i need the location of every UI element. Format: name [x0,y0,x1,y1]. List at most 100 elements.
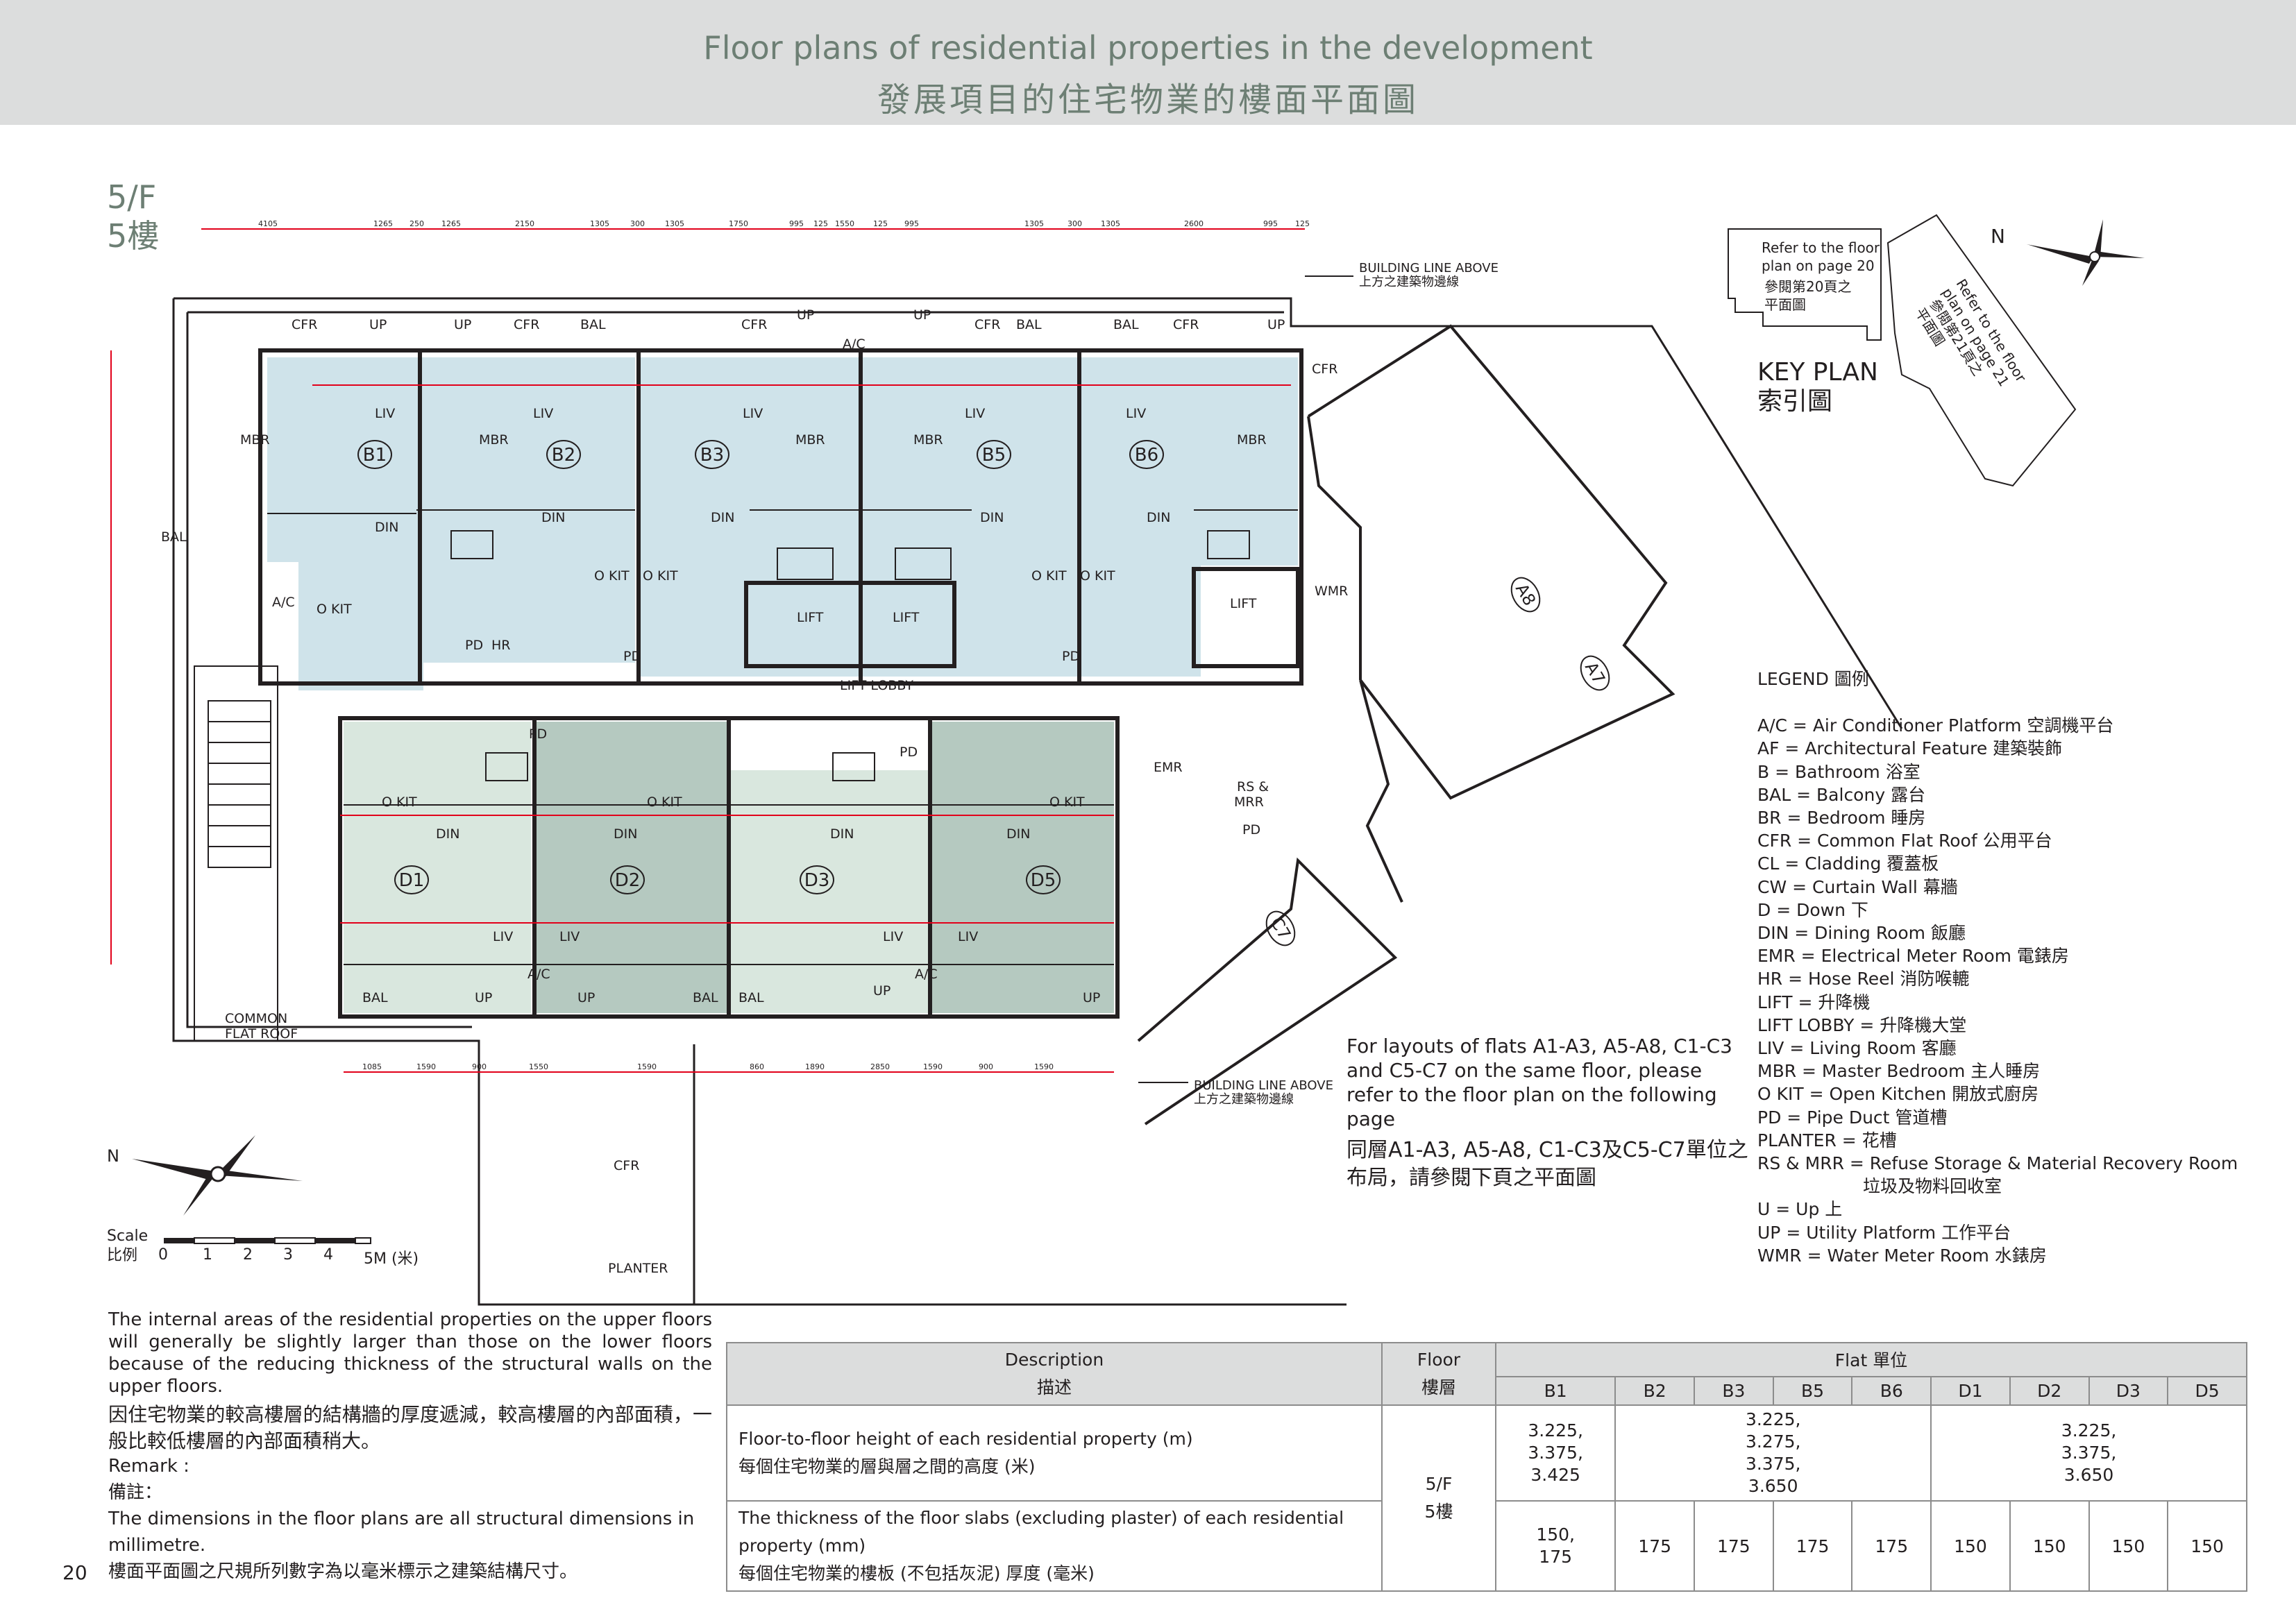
label-din: DIN [541,510,565,525]
label-okit: O KIT [647,794,682,810]
room-labels: CFR CFR CFR CFR CFR CFR MBR MBR MBR MBR … [161,307,1348,1276]
key-plan-labels: Refer to the floor plan on page 20 參閱第20… [1757,239,2030,416]
scale-tick: 2 [243,1246,253,1264]
label-up: UP [873,983,890,999]
label-bal: BAL [693,990,718,1005]
label-din: DIN [1006,826,1030,842]
svg-text:D5: D5 [1031,870,1056,891]
dim-top-11: 125 [813,219,828,228]
svg-text:N: N [1991,225,2005,248]
floor-label-zh: 5樓 [107,217,160,255]
header-flat-d5: D5 [2167,1375,2247,1407]
label-emr: EMR [1154,760,1183,775]
label-liv: LIV [375,406,395,421]
header-flat-d1: D1 [1930,1375,2011,1407]
legend-item: WMR = Water Meter Room 水錶房 [1757,1245,2047,1266]
staircase [208,721,271,847]
label-up: UP [577,990,595,1005]
dim-bottom-5: 1590 [637,1062,657,1071]
structural-walls [258,348,1303,1019]
label-ac: A/C [915,967,938,982]
row1-b2-b6: 3.225, 3.275, 3.375, 3.650 [1614,1404,1932,1502]
label-okit: O KIT [316,602,352,617]
legend-item: RS & MRR = Refuse Storage & Material Rec… [1757,1153,2238,1174]
flat-marker-a7: A7 [1580,655,1610,691]
dim-top-20: 125 [1295,219,1310,228]
page-number: 20 [62,1561,87,1584]
label-ac: A/C [272,595,295,610]
legend-item: EMR = Electrical Meter Room 電錶房 [1757,946,2069,967]
building-line-labels: BUILDING LINE ABOVE 上方之建築物邊線 BUILDING LI… [1194,261,1499,1107]
dim-top-17: 1305 [1101,219,1120,228]
interior-lines [194,509,1298,1042]
legend-item: A/C = Air Conditioner Platform 空調機平台 [1757,715,2114,736]
spec-table: Description 描述 Floor 樓層 Flat 單位 B1 B2 B3… [726,1342,2247,1592]
label-common: COMMON [225,1011,287,1026]
dim-bottom-9: 1590 [923,1062,943,1071]
label-mbr: MBR [795,432,825,448]
row2-b1: 150, 175 [1494,1500,1617,1592]
svg-text:B5: B5 [982,445,1006,466]
page-header: Floor plans of residential properties in… [0,0,2296,125]
layout-note: For layouts of flats A1-A3, A5-A8, C1-C3… [1347,1034,1749,1192]
label-okit: O KIT [594,568,630,584]
label-wmr: WMR [1315,584,1348,599]
flat-marker-d5: D5 [1026,865,1061,894]
remark-en: The dimensions in the floor plans are al… [108,1509,695,1556]
adjacent-flat-markers: A8 A7 C7 [1265,577,1610,946]
label-liv: LIV [965,406,985,421]
label-bal: BAL [580,317,606,332]
dim-top-2: 1265 [373,219,393,228]
row2-description: The thickness of the floor slabs (exclud… [726,1500,1383,1592]
legend-item: UP = Utility Platform 工作平台 [1757,1222,2011,1243]
label-mbr: MBR [913,432,943,448]
label-liv: LIV [1126,406,1146,421]
flat-d3-fill [729,770,930,1013]
legend-item: U = Up 上 [1757,1199,1843,1220]
floor-value: 5/F 5樓 [1381,1404,1496,1592]
svg-text:C7: C7 [1267,914,1294,943]
label-lift: LIFT [893,610,920,625]
building-line-above-en: BUILDING LINE ABOVE [1359,261,1499,275]
header-flat-d3: D3 [2088,1375,2169,1407]
floor-label-en: 5/F [107,178,157,216]
flat-d1-fill [344,722,531,1013]
dim-top-1: 4105 [258,219,278,228]
adjacent-wing [1137,324,1675,1125]
key-plan-title-zh: 索引圖 [1757,387,1832,416]
label-mbr: MBR [1237,432,1267,448]
label-lift-lobby: LIFT LOBBY [840,678,913,693]
dim-bottom-2: 1590 [416,1062,436,1071]
legend-item: MBR = Master Bedroom 主人睡房 [1757,1061,2041,1082]
header-floor: Floor 樓層 [1381,1342,1496,1406]
dim-bottom-11: 1590 [1034,1062,1054,1071]
legend: LEGEND 圖例 A/C = Air Conditioner Platform… [1757,668,2238,1267]
page-title-en: Floor plans of residential properties in… [703,29,1593,67]
dim-top-19: 995 [1263,219,1278,228]
key-plan-title-en: KEY PLAN [1757,358,1878,386]
label-okit: O KIT [1080,568,1115,584]
flat-d5-fill [930,722,1114,1013]
label-liv: LIV [533,406,553,421]
label-okit: O KIT [1049,794,1085,810]
dim-bottom-4: 1550 [529,1062,548,1071]
remark-zh: 樓面平面圖之尺規所列數字為以毫米標示之建築結構尺寸。 [108,1561,578,1582]
row2-d1: 150 [1930,1500,2011,1592]
label-rs: RS & [1237,779,1269,794]
legend-item: LIFT LOBBY = 升降機大堂 [1757,1014,1967,1035]
key-ref20-zh-1: 參閱第20頁之 [1764,278,1851,295]
label-din: DIN [711,510,734,525]
label-din: DIN [614,826,637,842]
flat-marker-d3: D3 [800,865,834,894]
dim-bottom-7: 1890 [805,1062,825,1071]
building-line-above-en: BUILDING LINE ABOVE [1194,1078,1333,1093]
svg-text:B3: B3 [700,445,724,466]
header-flat-d2: D2 [2009,1375,2090,1407]
table-row: Floor-to-floor height of each residentia… [726,1404,2247,1592]
label-up: UP [913,307,931,323]
label-okit: O KIT [382,794,417,810]
label-up: UP [369,317,387,332]
floor-label: 5/F 5樓 [107,178,159,255]
label-din: DIN [436,826,459,842]
legend-item: D = Down 下 [1757,899,1868,920]
